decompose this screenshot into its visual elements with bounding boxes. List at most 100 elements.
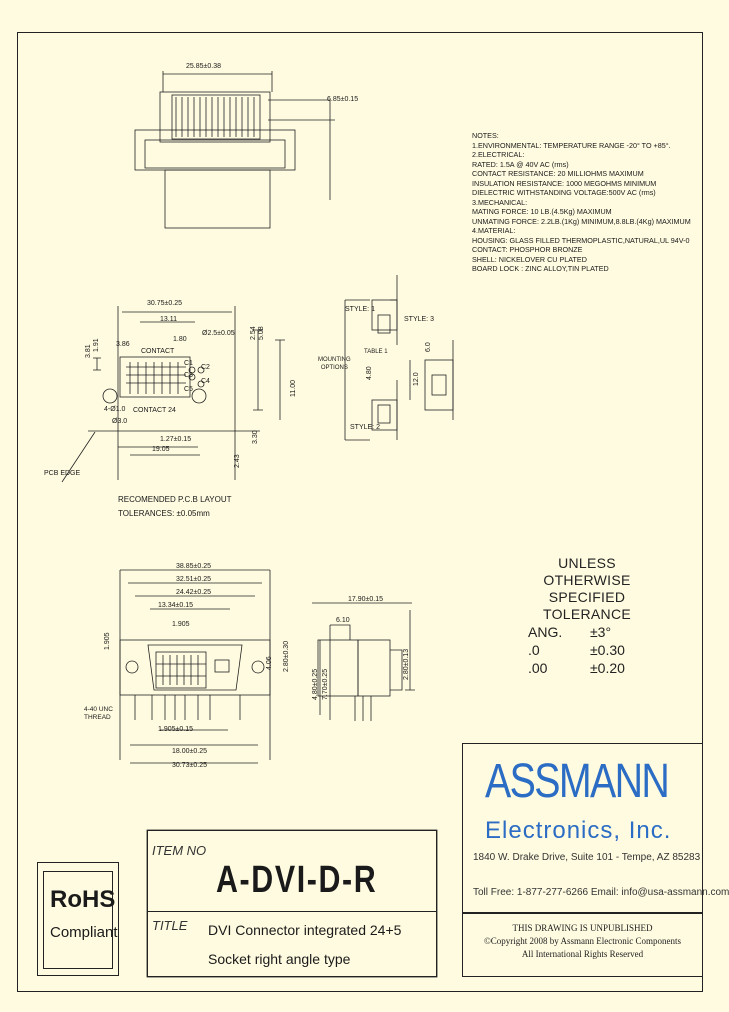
side-dim-5: 2.80±0.13 [403,648,410,680]
side-dim-1: 17.90±0.15 [348,596,383,603]
mounting-options-drawing [344,275,454,441]
pcb-dim-6: CONTACT [141,348,175,355]
rohs-inner-frame: RoHS Compliant [43,871,118,969]
tolerance-value: ±0.20 [590,660,625,676]
pcb-dim-9: 5.08 [258,326,265,340]
style-dim-2: 6.0 [425,342,432,352]
tolerance-value: ±0.30 [590,642,625,658]
mounting-options-label: MOUNTING OPTIONS [318,357,351,371]
pcb-edge-label: PCB EDGE [44,470,81,477]
rohs-badge: RoHS Compliant [37,862,119,976]
note-line: 1.ENVIRONMENTAL: TEMPERATURE RANGE -20° … [472,140,671,150]
tolerance-table: UNLESS OTHERWISE SPECIFIED TOLERANCE ANG… [520,555,654,677]
title-divider [148,911,436,912]
tolerance-row: ANG. ±3° [520,623,654,641]
title-line-2: Socket right angle type [208,951,351,967]
copyright-line-3: All International Rights Reserved [521,949,644,959]
pcb-dim-20: 2.43 [234,454,241,468]
copyright-line-2: ©Copyright 2008 by Assmann Electronic Co… [483,936,682,946]
side-dim-4: 7.70±0.25 [322,668,329,700]
table-1-label: TABLE 1 [364,349,388,355]
note-line: DIELECTRIC WITHSTANDING VOLTAGE:500V AC … [472,188,656,197]
pcb-dim-17: 1.27±0.15 [160,436,192,443]
front-dim-2: 32.51±0.25 [176,576,211,583]
note-line: UNMATING FORCE: 2.2LB.(1Kg) MINIMUM,8.8L… [472,216,691,226]
note-line: CONTACT RESISTANCE: 20 MILLIOHMS MAXIMUM [472,169,644,178]
tolerance-heading-1: UNLESS OTHERWISE [543,555,631,588]
pcb-dim-3: 3.81 [85,344,92,358]
tolerance-label: ANG. [528,624,563,640]
pcb-dim-23: Ø3.0 [112,418,128,425]
note-line: 2.ELECTRICAL: [472,150,525,159]
title-label: TITLE [152,918,188,933]
note-line: BOARD LOCK : ZINC ALLOY,TIN PLATED [472,264,609,273]
style-1-label: STYLE: 1 [345,306,375,313]
pcb-dim-24: Ø2.5±0.05 [202,330,235,337]
notes-block: NOTES: 1.ENVIRONMENTAL: TEMPERATURE RANG… [472,131,691,274]
top-side-dim: 6.85±0.15 [327,96,359,103]
tolerance-row: .0 ±0.30 [520,641,654,659]
note-line: SHELL: NICKELOVER CU PLATED [472,254,587,264]
pcb-dim-15: 11.00 [290,380,297,397]
style-dim-3: 12.0 [413,372,420,386]
item-number: A-DVI-D-R [216,859,378,901]
front-dim-8: 18.00±0.25 [172,748,207,755]
company-logo: ASSMANN [485,755,670,808]
pcb-dim-22: 4-Ø1.0 [104,406,126,413]
company-contact: Toll Free: 1-877-277-6266 Email: info@us… [473,887,729,898]
tolerance-heading-2: SPECIFIED TOLERANCE [542,589,632,622]
pcb-dim-7: 1.80 [173,336,187,343]
pcb-tolerance: TOLERANCES: ±0.05mm [118,509,210,518]
front-dim-6: 1.905 [104,632,111,650]
tolerance-label: .0 [528,642,540,658]
pcb-dim-2: 13.11 [160,316,177,323]
pcb-dim-14: C5 [184,386,193,393]
front-dim-9: 30.73±0.25 [172,762,207,769]
front-dim-5: 1.905 [172,621,190,628]
note-line: 4.MATERIAL: [472,226,516,235]
pcb-dim-13: C4 [201,378,210,385]
pcb-caption: RECOMENDED P.C.B LAYOUT [118,495,232,504]
note-line: HOUSING: GLASS FILLED THERMOPLASTIC,NATU… [472,235,690,245]
company-block: ASSMANN Electronics, Inc. 1840 W. Drake … [462,743,729,913]
tolerance-value: ±3° [590,624,612,640]
top-view-drawing [134,71,335,229]
note-line: MATING FORCE: 10 LB.(4.5Kg) MAXIMUM [472,207,612,216]
thread-label: 4-40 UNC THREAD [84,706,113,721]
pcb-dim-4: 1.91 [93,338,100,352]
rohs-subtitle: Compliant [50,924,118,941]
front-dim-3: 24.42±0.25 [176,589,211,596]
company-subtitle: Electronics, Inc. [485,817,672,844]
pcb-dim-12: C2 [201,364,210,371]
title-line-1: DVI Connector integrated 24+5 [208,922,402,938]
copyright-block: THIS DRAWING IS UNPUBLISHED ©Copyright 2… [462,913,703,977]
note-line: 3.MECHANICAL: [472,197,528,207]
front-dim-4: 13.34±0.15 [158,602,193,609]
company-address: 1840 W. Drake Drive, Suite 101 - Tempe, … [473,852,701,863]
front-dim-7: 1.905±0.15 [158,726,193,733]
tolerance-row: .00 ±0.20 [520,659,654,677]
item-no-label: ITEM NO [152,843,207,858]
side-view-drawing [312,602,415,721]
front-dim-11: 2.80±0.30 [283,640,290,672]
pcb-dim-1: 30.75±0.25 [147,300,182,307]
front-dim-1: 38.85±0.25 [176,563,211,570]
style-3-label: STYLE: 3 [404,316,434,323]
copyright-line-1: THIS DRAWING IS UNPUBLISHED [512,923,653,933]
drawing-frame [17,32,703,992]
pcb-dim-19: 3.30 [252,430,259,444]
rohs-title: RoHS [50,886,116,913]
side-dim-3: 4.80±0.25 [312,668,319,700]
style-2-label: STYLE: 2 [350,424,380,431]
pcb-dim-16: CONTACT 24 [133,407,176,414]
pcb-dim-11: C3 [184,372,193,379]
note-line: INSULATION RESISTANCE: 1000 MEGOHMS MINI… [472,178,657,188]
pcb-dim-8: 2.54 [250,326,257,340]
side-dim-2: 6.10 [336,617,350,624]
title-block: ITEM NO A-DVI-D-R TITLE DVI Connector in… [147,830,437,977]
front-view-drawing [119,569,271,764]
pcb-dim-5: 3.86 [116,341,130,348]
style-dim-1: 4.80 [366,366,373,380]
tolerance-label: .00 [528,660,548,676]
